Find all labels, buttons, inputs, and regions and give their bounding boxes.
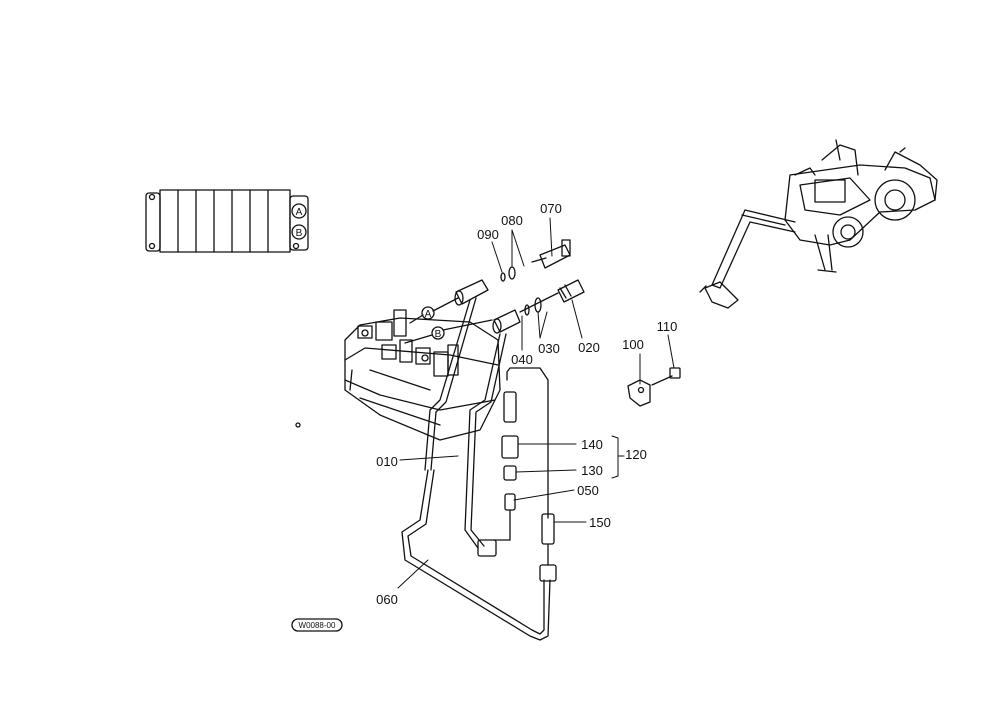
label-010: 010 [376, 454, 398, 469]
seal-030 [534, 297, 542, 313]
o-ring-090 [500, 272, 506, 282]
valve-marker-b-label: B [435, 329, 442, 340]
drawing-code-tag: W0088-00 [291, 618, 343, 632]
label-130: 130 [581, 463, 603, 478]
part-labels: 070 080 090 020 030 040 010 060 140 130 … [376, 201, 677, 607]
bolt-110 [651, 367, 681, 386]
seal-080 [508, 266, 516, 280]
valve-marker-a-label: A [425, 309, 432, 320]
label-120: 120 [625, 447, 647, 462]
pipe-060 [401, 469, 557, 641]
label-020: 020 [578, 340, 600, 355]
label-110: 110 [657, 319, 678, 334]
label-070: 070 [540, 201, 562, 216]
valve-port-markers: A B [404, 297, 493, 344]
bracket-100 [627, 379, 651, 407]
fitting-020 [557, 279, 585, 303]
hose-end-fitting [477, 539, 497, 557]
valve-bank-inset: A B [145, 189, 309, 253]
label-050: 050 [577, 483, 599, 498]
label-080: 080 [501, 213, 523, 228]
fitting-070 [531, 239, 571, 269]
fitting-140 [501, 435, 519, 459]
fitting-130 [503, 465, 517, 481]
port-marker-a [291, 203, 307, 219]
label-150: 150 [589, 515, 611, 530]
pipe-010 [424, 279, 521, 557]
label-090: 090 [477, 227, 499, 242]
leader-lines [397, 217, 675, 589]
label-140: 140 [581, 437, 603, 452]
label-040: 040 [511, 352, 533, 367]
label-060: 060 [376, 592, 398, 607]
drawing-code: W0088-00 [299, 621, 336, 630]
port-marker-a-label: A [296, 207, 303, 218]
o-ring-040 [524, 304, 530, 316]
label-030: 030 [538, 341, 560, 356]
port-marker-b-label: B [296, 228, 303, 239]
fitting-stack [493, 367, 555, 566]
port-marker-b [291, 224, 307, 240]
fitting-dot [295, 422, 301, 428]
backhoe-illustration [699, 139, 938, 309]
pipe-end-fitting [539, 564, 557, 582]
label-100: 100 [622, 337, 644, 352]
fitting-050 [504, 493, 516, 511]
control-valve-assembly [295, 309, 501, 441]
